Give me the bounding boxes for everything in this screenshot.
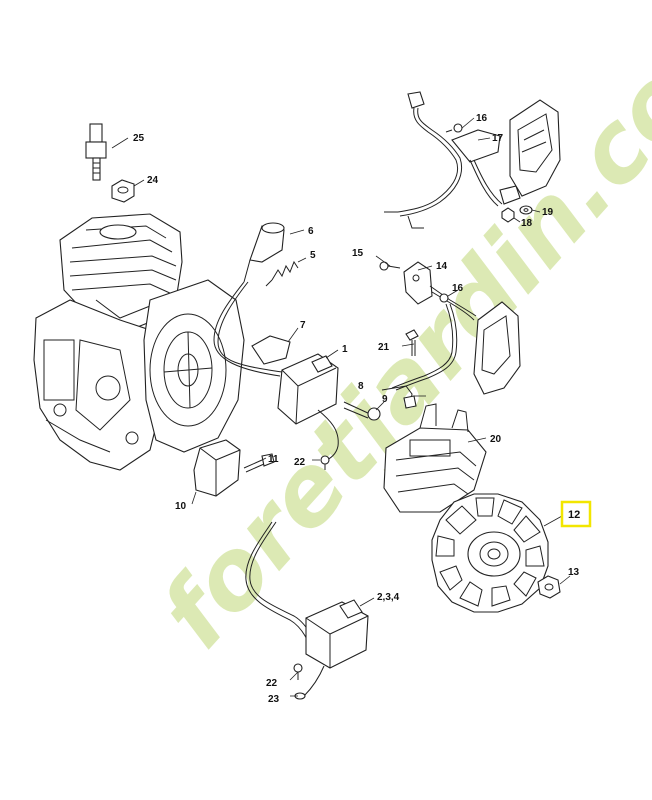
label-16-upper: 16 <box>476 113 488 124</box>
fan-housing <box>143 279 245 453</box>
washer-19 <box>519 205 533 215</box>
crankcase <box>33 299 163 471</box>
highlighted-part-label[interactable]: 12 <box>560 500 592 528</box>
screw-11 <box>243 453 275 473</box>
label-15: 15 <box>352 248 364 259</box>
flywheel-nut <box>537 575 561 599</box>
label-19: 19 <box>542 207 554 218</box>
label-23: 23 <box>268 694 280 705</box>
label-17: 17 <box>492 133 504 144</box>
leader-lines <box>111 117 571 697</box>
flywheel <box>431 493 549 613</box>
label-16-middle: 16 <box>452 283 464 294</box>
ignition-module <box>277 353 339 463</box>
label-21: 21 <box>378 342 390 353</box>
contact-spring <box>265 260 299 287</box>
label-7: 7 <box>300 320 306 331</box>
screw-8 <box>343 401 381 421</box>
label-5: 5 <box>310 250 316 261</box>
bracket <box>193 439 241 497</box>
label-22-lower: 22 <box>266 678 278 689</box>
label-24: 24 <box>147 175 159 186</box>
screw-21 <box>405 329 419 356</box>
handle-shell-upper <box>509 99 561 197</box>
label-1: 1 <box>342 344 348 355</box>
ignition-lead <box>213 281 283 377</box>
short-circuit-switch <box>391 261 477 391</box>
label-2-3-4: 2,3,4 <box>377 592 400 603</box>
ignition-coil-lower <box>245 521 369 697</box>
handle-shell-middle <box>473 301 521 395</box>
screw-15 <box>379 261 401 271</box>
label-12: 12 <box>568 509 580 521</box>
handle-frame <box>383 403 487 513</box>
screw-22-upper <box>320 455 330 470</box>
part-labels: 25 24 6 5 7 1 8 9 11 22 10 20 13 2,3,4 2… <box>133 113 580 705</box>
plug-nut <box>111 179 135 203</box>
label-10: 10 <box>175 501 187 512</box>
label-9: 9 <box>382 394 388 405</box>
label-18: 18 <box>521 218 533 229</box>
label-13: 13 <box>568 567 580 578</box>
spark-plug <box>85 123 107 181</box>
label-6: 6 <box>308 226 314 237</box>
label-11: 11 <box>268 454 279 465</box>
screw-16-middle <box>439 293 449 303</box>
highlight-box[interactable] <box>560 500 592 528</box>
label-25: 25 <box>133 133 145 144</box>
grommet <box>251 335 291 365</box>
label-14: 14 <box>436 261 448 272</box>
label-22-upper: 22 <box>294 457 306 468</box>
screw-16-upper <box>445 123 463 133</box>
plug-cap <box>243 222 285 283</box>
label-8: 8 <box>358 381 364 392</box>
wire-terminal-9 <box>381 385 417 409</box>
label-20: 20 <box>490 434 502 445</box>
